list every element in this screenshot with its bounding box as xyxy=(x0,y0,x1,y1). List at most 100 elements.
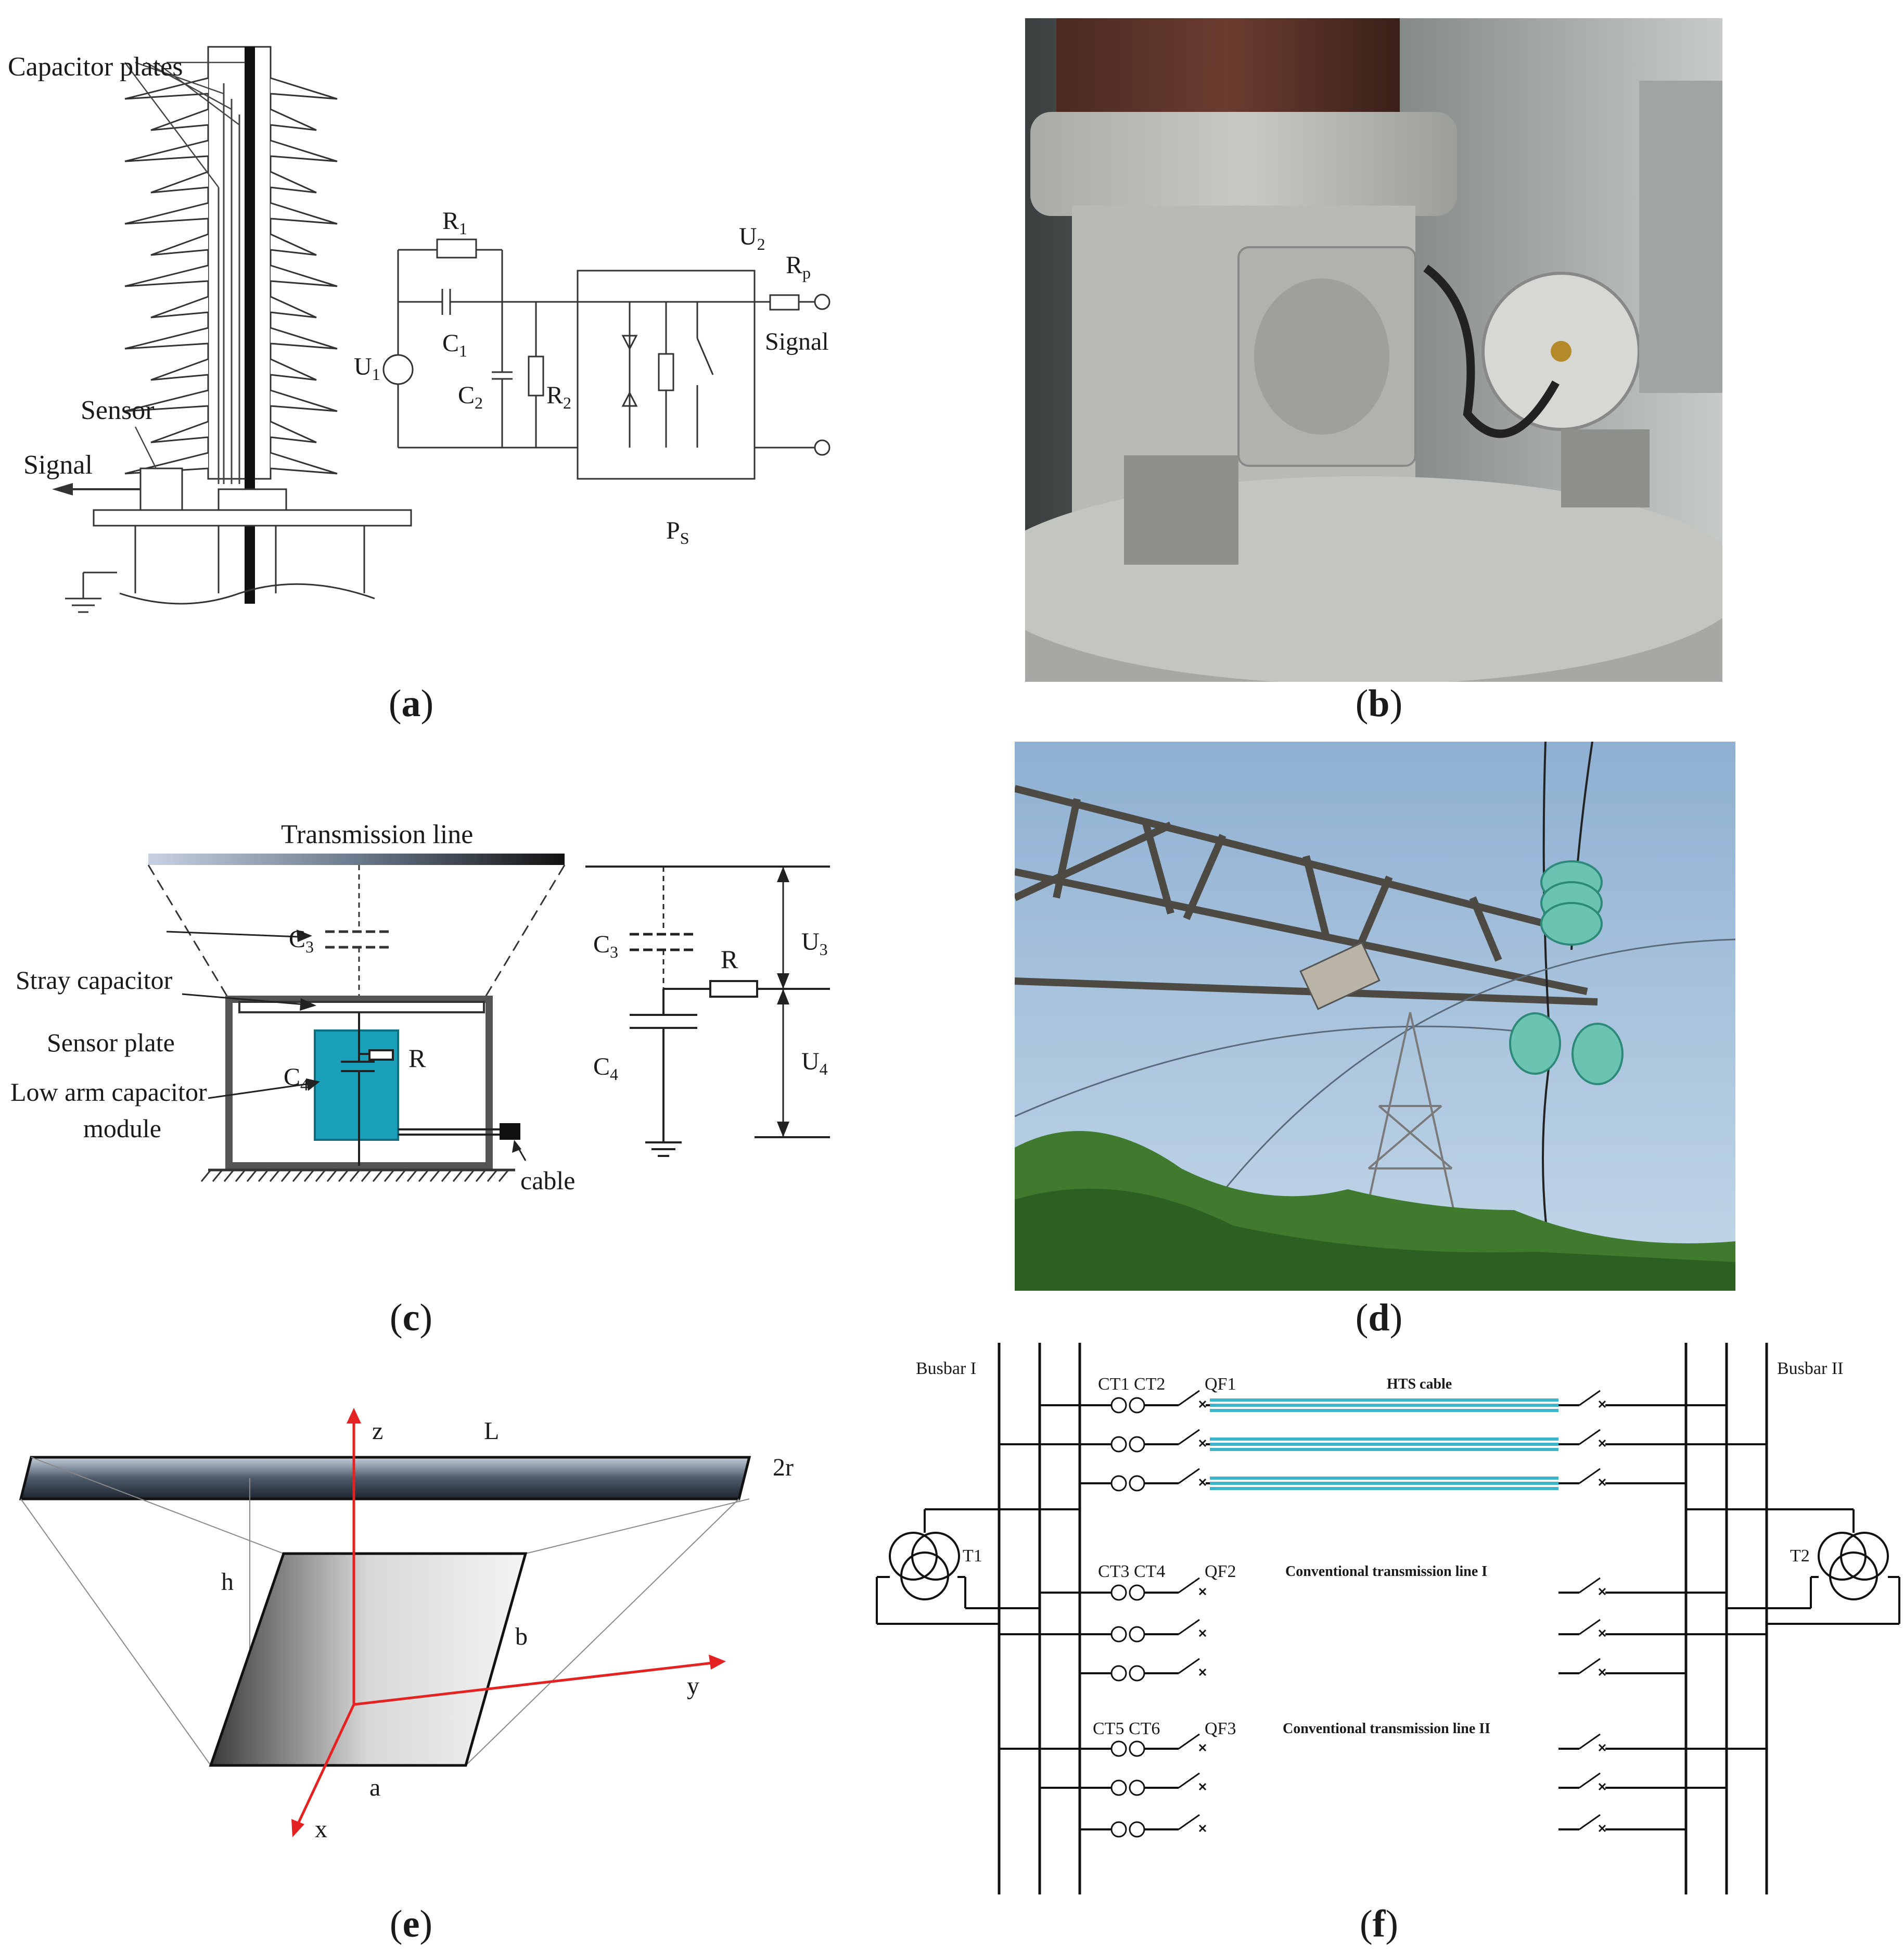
insulator-shed xyxy=(270,389,338,412)
current-transformer xyxy=(1110,1821,1127,1838)
capacitor-plates-label: Capacitor plates xyxy=(8,52,183,82)
breaker-switch xyxy=(1178,1772,1200,1789)
c3-label-left: C3 xyxy=(289,925,314,956)
breaker-x-mark xyxy=(1198,1587,1207,1596)
axis-z-label: z xyxy=(372,1417,383,1445)
insulator-shed xyxy=(150,296,209,319)
caption-e: (e) xyxy=(389,1903,433,1945)
photo-b-sensor-installation xyxy=(1025,18,1722,682)
breaker-x-mark xyxy=(1198,1824,1207,1833)
breaker-x-mark xyxy=(1598,1587,1606,1596)
c1-label: C1 xyxy=(442,329,467,360)
insulator-shed xyxy=(150,358,209,381)
breaker-switch xyxy=(1178,1390,1200,1406)
breaker-x-mark xyxy=(1198,1668,1207,1676)
panel-e-diagram: z L 2r h b y a x xyxy=(19,1408,794,1843)
insulator-shed xyxy=(124,389,209,412)
insulator-shed xyxy=(270,296,317,319)
ground-hatch xyxy=(475,1169,487,1182)
stray-capacitor-label: Stray capacitor xyxy=(16,965,173,995)
caption-f: (f) xyxy=(1360,1903,1398,1945)
ground-hatch xyxy=(361,1169,372,1182)
insulator-shed xyxy=(124,77,209,100)
r-label-left: R xyxy=(408,1044,426,1073)
insulator-shed xyxy=(270,264,338,287)
ground-hatch xyxy=(487,1169,498,1182)
height-h-label: h xyxy=(221,1568,234,1596)
current-transformer xyxy=(1129,1584,1145,1601)
breaker-switch xyxy=(1579,1390,1601,1406)
insulator-shed xyxy=(270,77,338,100)
low-arm-label: Low arm capacitor xyxy=(10,1077,207,1106)
ground-hatch xyxy=(464,1169,475,1182)
insulator-shed xyxy=(270,108,317,131)
width-b-label: b xyxy=(515,1623,528,1650)
conductor-rod xyxy=(19,1456,751,1500)
breaker-x-mark xyxy=(1598,1744,1606,1752)
conv-line-1-label: Conventional transmission line I xyxy=(1285,1563,1487,1580)
current-transformer xyxy=(1110,1584,1127,1601)
current-transformer xyxy=(1129,1436,1145,1453)
equivalent-circuit xyxy=(382,238,830,480)
ground-hatch xyxy=(498,1169,509,1182)
sensor-plate xyxy=(209,1552,528,1767)
transmission-line-label: Transmission line xyxy=(281,820,473,849)
sensor-plate-label: Sensor plate xyxy=(47,1028,175,1057)
ct5-ct6-label: CT5 CT6 xyxy=(1093,1719,1160,1738)
ground-hatch xyxy=(212,1169,223,1182)
current-transformer xyxy=(1110,1436,1127,1453)
u2-label: U2 xyxy=(739,223,765,253)
current-transformer xyxy=(1110,1740,1127,1757)
ground-hatch xyxy=(326,1169,338,1182)
current-transformer xyxy=(1129,1665,1145,1682)
ground-hatch xyxy=(338,1169,349,1182)
breaker-x-mark xyxy=(1598,1824,1606,1833)
ps-label: PS xyxy=(666,517,689,548)
ground-hatch xyxy=(280,1169,292,1182)
c4-label-right: C4 xyxy=(593,1053,618,1084)
cable-label: cable xyxy=(520,1166,575,1195)
breaker-switch xyxy=(1579,1658,1601,1674)
breaker-switch xyxy=(1178,1577,1200,1594)
insulator-shed xyxy=(150,171,209,194)
u3-label: U3 xyxy=(801,928,828,959)
feeder-lines xyxy=(999,1390,1767,1838)
insulator-shed xyxy=(270,202,338,225)
r1-label: R1 xyxy=(442,207,467,238)
breaker-x-mark xyxy=(1198,1783,1207,1791)
ground-hatch xyxy=(384,1169,395,1182)
equivalent-circuit-c xyxy=(585,866,830,1157)
panel-f-diagram: Busbar I Busbar II CT1 CT2 QF1 HTS cable… xyxy=(876,1343,1900,1894)
radius-2r-label: 2r xyxy=(773,1454,794,1481)
busbar-1-label: Busbar I xyxy=(916,1359,976,1378)
axis-y-label: y xyxy=(687,1672,699,1700)
current-transformer xyxy=(1110,1779,1127,1796)
qf3-label: QF3 xyxy=(1205,1719,1236,1738)
module-label: module xyxy=(83,1114,161,1143)
breaker-x-mark xyxy=(1598,1783,1606,1791)
transmission-line xyxy=(148,854,565,865)
ct1-ct2-label: CT1 CT2 xyxy=(1098,1375,1165,1394)
caption-c: (c) xyxy=(389,1296,433,1339)
breaker-switch xyxy=(1178,1658,1200,1674)
breaker-x-mark xyxy=(1598,1629,1606,1637)
current-transformer xyxy=(1129,1740,1145,1757)
t1-label: T1 xyxy=(963,1546,982,1566)
signal-label-left: Signal xyxy=(23,450,93,480)
breaker-switch xyxy=(1579,1468,1601,1484)
transformer-t2 xyxy=(1686,1508,1900,1625)
breaker-x-mark xyxy=(1598,1439,1606,1447)
breaker-switch xyxy=(1579,1733,1601,1750)
c3-label-right: C3 xyxy=(593,931,618,961)
panel-c-diagram: Transmission line C3 Stray xyxy=(10,820,830,1195)
breaker-x-mark xyxy=(1598,1400,1606,1408)
ground-hatch xyxy=(349,1169,361,1182)
breaker-x-mark xyxy=(1198,1629,1207,1637)
breaker-switch xyxy=(1178,1619,1200,1635)
current-transformer xyxy=(1129,1475,1145,1492)
low-arm-capacitor-module xyxy=(314,1029,399,1141)
current-transformer xyxy=(1129,1821,1145,1838)
ground-hatch xyxy=(235,1169,246,1182)
conv-line-2-label: Conventional transmission line II xyxy=(1283,1721,1490,1737)
breaker-x-mark xyxy=(1198,1400,1207,1408)
